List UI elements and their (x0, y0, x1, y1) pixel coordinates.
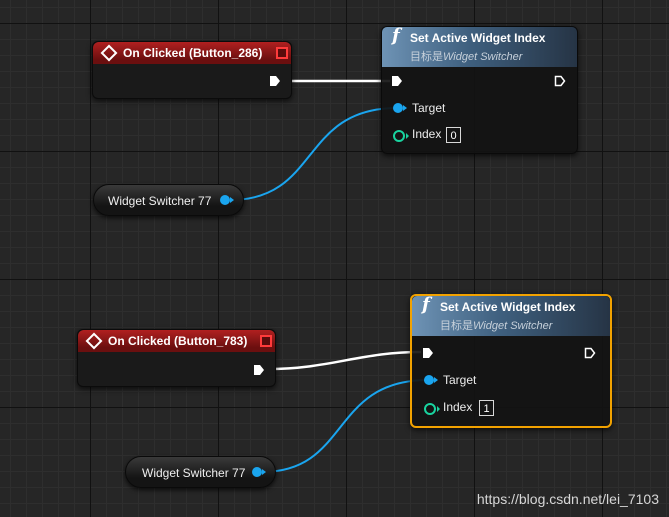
exec-output-pin-icon[interactable] (269, 75, 281, 87)
function-node-header: f Set Active Widget Index 目标是Widget Swit… (412, 294, 610, 336)
function-node-header: f Set Active Widget Index 目标是Widget Swit… (382, 25, 577, 67)
delegate-pin-icon[interactable] (276, 47, 288, 59)
index-value-field[interactable]: 1 (479, 400, 494, 416)
watermark: https://blog.csdn.net/lei_7103 (476, 491, 659, 507)
exec-output-pin-icon[interactable] (584, 347, 596, 359)
event-diamond-icon (100, 44, 118, 62)
target-wire-top[interactable] (229, 107, 398, 201)
function-node-set-active-widget-index-top[interactable]: f Set Active Widget Index 目标是Widget Swit… (381, 25, 578, 154)
event-node-header: On Clicked (Button_783) (78, 330, 275, 352)
target-wire-bottom[interactable] (261, 379, 429, 473)
delegate-pin-icon[interactable] (260, 335, 272, 347)
target-pin-label: Target (443, 373, 477, 387)
event-node-button-286[interactable]: On Clicked (Button_286) (92, 41, 292, 99)
exec-output-pin-icon[interactable] (554, 75, 566, 87)
index-pin-label: Index (443, 400, 473, 414)
index-pin-label: Index (412, 127, 442, 141)
function-node-title: Set Active Widget Index (440, 300, 576, 314)
exec-input-pin-icon[interactable] (391, 75, 403, 87)
event-diamond-icon (85, 332, 103, 350)
event-node-button-783[interactable]: On Clicked (Button_783) (77, 329, 276, 387)
index-pin-icon[interactable] (424, 403, 440, 415)
variable-label: Widget Switcher 77 (142, 466, 246, 480)
variable-label: Widget Switcher 77 (108, 194, 212, 208)
exec-output-pin-icon[interactable] (253, 364, 265, 376)
event-node-title: On Clicked (Button_783) (108, 334, 248, 348)
target-pin-icon[interactable] (393, 103, 407, 113)
index-pin-icon[interactable] (393, 130, 409, 142)
exec-wire-bottom[interactable] (267, 350, 422, 371)
event-node-header: On Clicked (Button_286) (93, 42, 291, 64)
function-node-set-active-widget-index-bottom[interactable]: f Set Active Widget Index 目标是Widget Swit… (410, 294, 612, 428)
target-pin-label: Target (412, 101, 446, 115)
index-value-field[interactable]: 0 (446, 127, 461, 143)
function-node-subtitle: 目标是Widget Switcher (440, 320, 553, 332)
variable-output-pin-icon[interactable] (220, 195, 234, 205)
function-f-icon: f (392, 25, 400, 46)
widget-switcher-variable-node-bottom[interactable]: Widget Switcher 77 (125, 456, 276, 488)
target-pin-icon[interactable] (424, 375, 438, 385)
function-node-title: Set Active Widget Index (410, 31, 546, 45)
function-node-subtitle: 目标是Widget Switcher (410, 51, 523, 63)
exec-input-pin-icon[interactable] (422, 347, 434, 359)
widget-switcher-variable-node-top[interactable]: Widget Switcher 77 (93, 184, 244, 216)
function-f-icon: f (422, 294, 430, 315)
variable-output-pin-icon[interactable] (252, 467, 266, 477)
event-node-title: On Clicked (Button_286) (123, 46, 263, 60)
